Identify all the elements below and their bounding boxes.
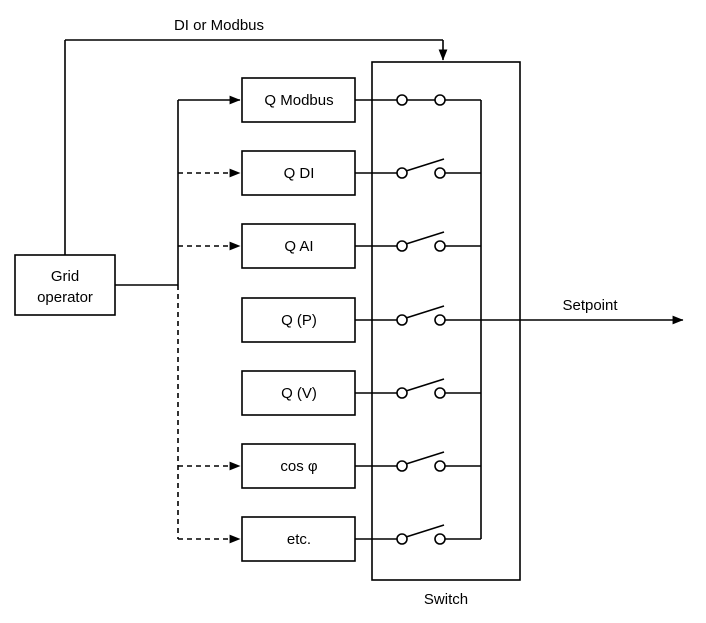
source-row-q-di: Q DI (178, 150, 481, 196)
setpoint-label: Setpoint (562, 297, 618, 314)
switch-blade-open (405, 524, 445, 538)
switch-terminal-left (396, 94, 408, 106)
switch-terminal-left (396, 167, 408, 179)
source-label: Q (P) (281, 312, 317, 329)
switch-terminal-right (434, 94, 446, 106)
source-row-q-v: Q (V) (241, 370, 481, 416)
switch-box (371, 61, 521, 581)
switch-terminal-right (434, 387, 446, 399)
switch-terminal-right (434, 240, 446, 252)
source-row-q-modbus: Q Modbus (178, 77, 481, 123)
output-connector: Setpoint (481, 297, 684, 325)
source-box (241, 297, 356, 343)
source-box (241, 516, 356, 562)
switch-blade-open (405, 231, 445, 245)
source-row-cos-phi: cos φ (178, 443, 481, 489)
source-label: Q AI (284, 238, 313, 255)
source-box (241, 77, 356, 123)
grid-operator-label-line2: operator (37, 289, 93, 306)
switch-blade-open (405, 305, 445, 319)
source-label: Q Modbus (264, 92, 333, 109)
switch-blade-open (405, 378, 445, 392)
switch-terminal-left (396, 387, 408, 399)
switch-terminal-left (396, 314, 408, 326)
source-row-q-ai: Q AI (178, 223, 481, 269)
top-feed-label: DI or Modbus (174, 17, 264, 34)
switch-terminal-right (434, 314, 446, 326)
grid-operator-node: Grid operator (14, 254, 116, 316)
switch-terminal-right (434, 460, 446, 472)
switch-terminal-left (396, 460, 408, 472)
source-label: Q DI (284, 165, 315, 182)
source-row-etc: etc. (178, 516, 481, 562)
source-label: etc. (287, 531, 311, 548)
source-box (241, 150, 356, 196)
switch-blade-open (405, 451, 445, 465)
distribution-trunk (115, 100, 179, 539)
switch-label: Switch (424, 591, 468, 608)
switch-enclosure: Switch (371, 61, 521, 608)
source-label: cos φ (280, 458, 318, 475)
switch-terminal-left (396, 240, 408, 252)
switch-terminal-right (434, 533, 446, 545)
source-box (241, 370, 356, 416)
source-label: Q (V) (281, 385, 317, 402)
source-box (241, 223, 356, 269)
source-row-q-p: Q (P) (241, 297, 481, 343)
top-feed-connector: DI or Modbus (64, 17, 448, 255)
switch-terminal-left (396, 533, 408, 545)
switch-blade-open (405, 158, 445, 172)
grid-operator-label-line1: Grid (51, 268, 79, 285)
source-box (241, 443, 356, 489)
switch-terminal-right (434, 167, 446, 179)
grid-operator-box (14, 254, 116, 316)
